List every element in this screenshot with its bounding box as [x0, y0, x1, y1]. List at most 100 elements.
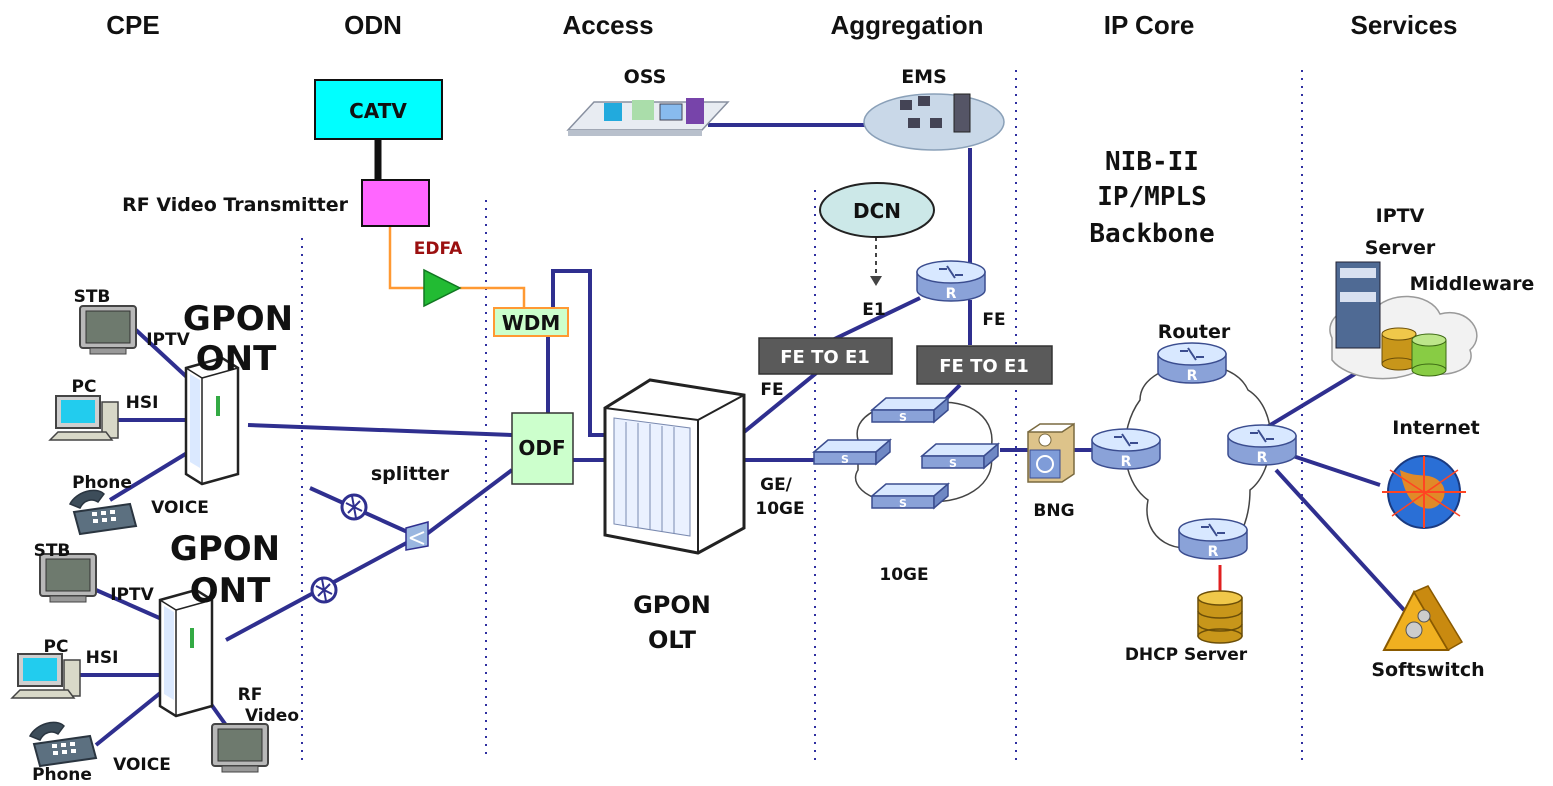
middleware-database-icon: [1381, 327, 1447, 377]
catv-label: CATV: [349, 99, 407, 123]
dcn-cloud: [819, 182, 935, 238]
hsi1-label: HSI: [126, 393, 159, 413]
ont2-label-line1: GPON: [170, 529, 280, 569]
ems-label: EMS: [901, 66, 947, 88]
tenge-label: 10GE: [879, 565, 928, 585]
olt-label-line2: OLT: [648, 626, 697, 654]
ont1-label-line1: GPON: [183, 299, 293, 339]
rf-video-label-line1: RF: [238, 685, 263, 705]
fe-label-left: FE: [760, 380, 783, 400]
odf-label: ODF: [518, 436, 565, 460]
zone-header-access: Access: [562, 10, 653, 40]
dhcp-server-label: DHCP Server: [1125, 645, 1248, 665]
core-router-icon-bottom: [1178, 518, 1248, 561]
bng-label: BNG: [1033, 501, 1074, 521]
splitter-node-icon-bottom: [310, 576, 338, 604]
fe-to-e1-box-a: [758, 337, 893, 375]
phone2-icon: [29, 721, 97, 767]
stb1-label: STB: [74, 287, 111, 307]
link-router-internet: [1289, 453, 1381, 487]
rf-video-transmitter-label: RF Video Transmitter: [122, 194, 349, 216]
coax-edfa-wdm: [460, 286, 526, 308]
pc2-label: PC: [44, 637, 69, 657]
zone-header-ip-core: IP Core: [1104, 10, 1195, 40]
zone-header-odn: ODN: [344, 10, 402, 40]
core-label-line1: NIB-II: [1105, 147, 1199, 177]
ge-label-top: GE/: [760, 475, 793, 495]
phone1-icon: [69, 489, 137, 535]
rf-video-transmitter-box: [361, 179, 430, 227]
aggregation-router-icon: [916, 260, 986, 303]
rf-video-label-line2: Video: [245, 706, 299, 726]
phone1-label: Phone: [72, 473, 132, 493]
switch-icon-left: [813, 439, 891, 467]
link-phone2-ont2: [94, 688, 166, 747]
pc1-label: PC: [72, 377, 97, 397]
link-ont1-odf: [247, 423, 513, 437]
core-router-icon-left: [1091, 428, 1161, 471]
router-label: Router: [1158, 321, 1231, 343]
internet-label: Internet: [1392, 417, 1479, 439]
bng-icon: [1027, 422, 1075, 483]
fe-label-right: FE: [982, 310, 1005, 330]
coax-rf-edfa: [388, 226, 424, 290]
switch-icon-bottom: [871, 483, 949, 511]
core-router-icon-right: [1227, 424, 1297, 467]
dcn-label: DCN: [853, 199, 901, 223]
zone-header-cpe: CPE: [106, 10, 159, 40]
switch-icon-top: [871, 397, 949, 425]
edfa-label: EDFA: [414, 239, 463, 259]
iptv-server-label-line1: IPTV: [1376, 205, 1425, 227]
zone-header-services: Services: [1351, 10, 1458, 40]
links: [80, 123, 1406, 747]
link-splitter-odf: [422, 468, 514, 538]
link-stb2-ont2: [95, 588, 165, 622]
oss-platform-icon: [566, 98, 730, 136]
e1-label: E1: [862, 300, 885, 320]
stb2-label: STB: [34, 541, 71, 561]
odf-box: [511, 412, 574, 485]
splitter-label: splitter: [371, 463, 450, 485]
ems-cloud-icon: [863, 93, 1005, 151]
catv-box: [314, 79, 443, 140]
olt-label-line1: GPON: [633, 591, 711, 619]
pc1-icon: [49, 395, 119, 441]
splitter-node-icon-top: [340, 493, 368, 521]
core-label-line2: IP/MPLS: [1097, 182, 1207, 212]
voice1-label: VOICE: [151, 498, 209, 518]
globe-icon: [1382, 455, 1466, 529]
wdm-label: WDM: [502, 311, 561, 335]
oss-label: OSS: [624, 66, 667, 88]
wdm-box: [493, 307, 569, 337]
rf-video-tv-icon: [211, 723, 269, 773]
core-label-line3: Backbone: [1089, 219, 1214, 249]
iptv-server-label-line2: Server: [1365, 237, 1436, 259]
switch-icon-right: [921, 443, 999, 471]
edfa-amplifier-icon: [423, 268, 462, 308]
link-stb1-ont1: [134, 328, 192, 382]
fe-to-e1-box-b: [916, 345, 1053, 385]
iptv2-label: IPTV: [110, 585, 154, 605]
link-wdm-olt: [551, 269, 605, 437]
ont1-label-line2: ONT: [196, 339, 277, 379]
iptv1-label: IPTV: [146, 330, 190, 350]
middleware-label: Middleware: [1410, 273, 1535, 295]
fe-to-e1-label-a: FE TO E1: [780, 347, 870, 368]
pc2-icon: [11, 653, 81, 699]
stb2-tv-icon: [39, 553, 97, 603]
splitter-icon: [405, 521, 429, 551]
olt-chassis-icon: [603, 378, 746, 555]
link-olt-fetoe1a: [742, 368, 822, 434]
voice2-label: VOICE: [113, 755, 171, 775]
hsi2-label: HSI: [86, 648, 119, 668]
dhcp-database-icon: [1197, 590, 1243, 644]
zone-header-aggregation: Aggregation: [830, 10, 983, 40]
softswitch-label: Softswitch: [1371, 659, 1484, 681]
stb1-tv-icon: [79, 305, 137, 355]
link-phone1-ont1: [108, 448, 194, 502]
core-router-icon-top: [1157, 342, 1227, 385]
softswitch-icon: [1382, 585, 1464, 652]
link-router-fetoe1a: [821, 296, 921, 347]
fe-to-e1-label-b: FE TO E1: [939, 356, 1029, 377]
